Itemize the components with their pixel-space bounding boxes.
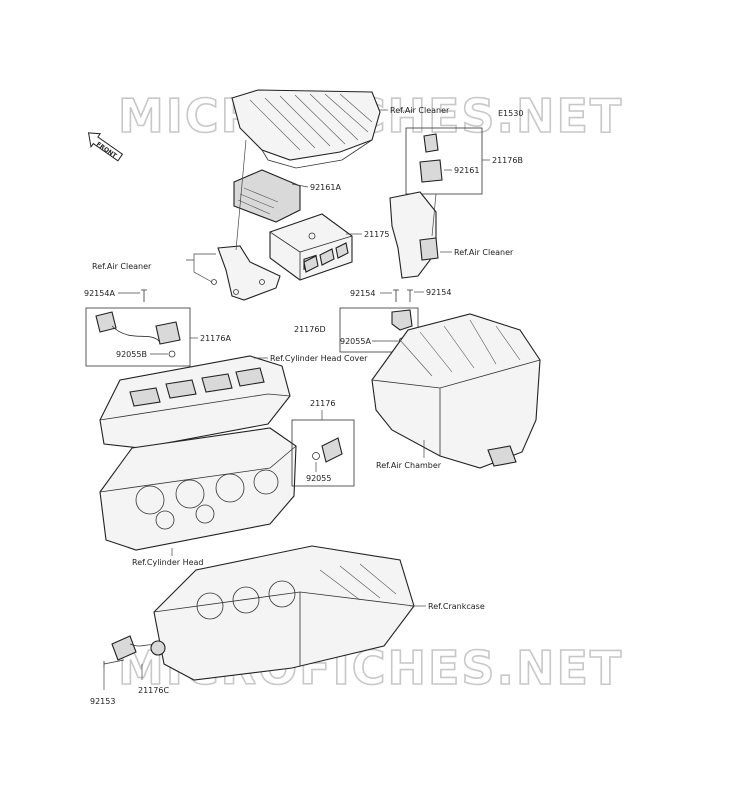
sensor-21176C <box>111 635 166 680</box>
screw-92154-right <box>407 289 424 302</box>
label-92154A: 92154A <box>84 289 115 298</box>
label-92154-left: 92154 <box>350 289 375 298</box>
crankcase <box>153 545 426 681</box>
ecu-cover-92161A <box>233 169 301 223</box>
label-21176B: 21176B <box>492 156 523 165</box>
label-21175: 21175 <box>364 230 389 239</box>
diagram-code: E1530 <box>498 109 523 118</box>
screw-92154-left <box>380 289 399 302</box>
label-21176A: 21176A <box>200 334 231 343</box>
label-92161A: 92161A <box>310 183 341 192</box>
ecu-unit-21175 <box>269 213 353 281</box>
label-92055: 92055 <box>306 474 331 483</box>
label-92154-right: 92154 <box>426 288 451 297</box>
label-ref-air-chamber: Ref.Air Chamber <box>376 461 442 470</box>
air-cleaner-bracket-right <box>389 191 452 279</box>
label-ref-cylinder-head: Ref.Cylinder Head <box>132 558 203 567</box>
label-ref-cylinder-head-cover: Ref.Cylinder Head Cover <box>270 354 368 363</box>
label-ref-crankcase: Ref.Crankcase <box>428 602 485 611</box>
label-ref-air-cleaner-right: Ref.Air Cleaner <box>454 248 514 257</box>
ecu-mounting-bracket <box>211 245 281 301</box>
connector-bracket-21176B <box>405 127 490 195</box>
air-chamber <box>371 313 541 469</box>
bolt-92153 <box>103 659 125 690</box>
cylinder-head <box>99 427 297 556</box>
label-92153: 92153 <box>90 697 115 706</box>
label-21176D: 21176D <box>294 325 326 334</box>
sensor-21176D <box>339 307 419 353</box>
cylinder-head-cover <box>99 355 291 449</box>
sensor-21176 <box>291 410 355 487</box>
label-92055B: 92055B <box>116 350 147 359</box>
label-92161: 92161 <box>454 166 479 175</box>
label-ref-air-cleaner-top: Ref.Air Cleaner <box>390 106 450 115</box>
sensor-21176A <box>85 289 198 367</box>
label-21176: 21176 <box>310 399 335 408</box>
label-21176C: 21176C <box>138 686 169 695</box>
label-92055A: 92055A <box>340 337 371 346</box>
air-cleaner-housing <box>231 89 381 169</box>
label-ref-air-cleaner-left: Ref.Air Cleaner <box>92 262 152 271</box>
